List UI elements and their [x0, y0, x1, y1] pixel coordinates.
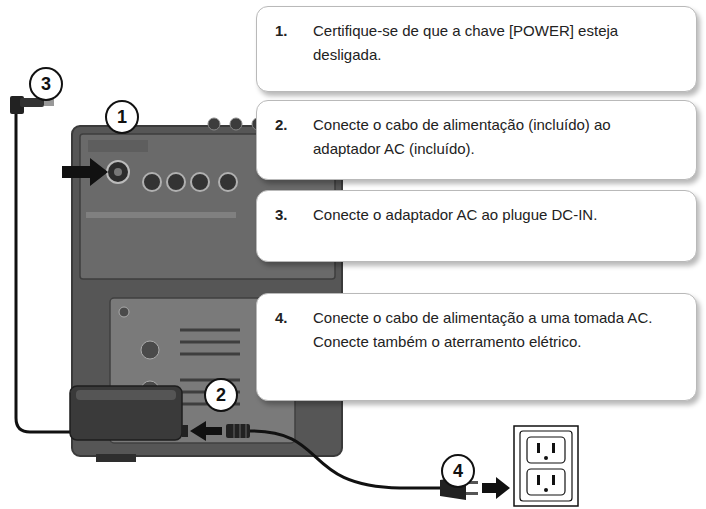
outlet-slots — [537, 443, 555, 492]
callout-circle: 1 — [105, 100, 139, 134]
dc-in-jack — [107, 161, 129, 183]
step-text: Certifique-se de que a chave [POWER] est… — [313, 19, 680, 66]
step-number: 4. — [275, 306, 313, 329]
dc-cable — [16, 112, 70, 432]
insert-arrow — [62, 158, 108, 186]
panel-strip — [88, 140, 148, 152]
step-text: Conecte o cabo de alimentação (incluído)… — [313, 113, 680, 160]
connector-ribs — [234, 424, 246, 438]
step-number: 1. — [275, 19, 313, 42]
cord-connector — [226, 424, 250, 438]
adapter-top — [76, 390, 176, 400]
insert-arrow — [482, 477, 510, 499]
wall-outlet — [514, 426, 578, 506]
panel-jacks — [143, 173, 237, 191]
callout-number: 1 — [117, 108, 127, 126]
step-number: 2. — [275, 113, 313, 136]
dc-in-pin — [114, 168, 122, 176]
callout-circle: 2 — [204, 378, 238, 412]
adapter-socket — [182, 425, 188, 437]
instruction-box: 3.Conecte o adaptador AC ao plugue DC-IN… — [256, 190, 697, 262]
plug-prong — [466, 492, 478, 495]
instruction-box: 2.Conecte o cabo de alimentação (incluíd… — [256, 100, 697, 180]
power-cord — [250, 431, 440, 488]
step-text: Conecte o adaptador AC ao plugue DC-IN. — [313, 203, 680, 227]
callout-number: 3 — [41, 75, 51, 93]
step-text: Conecte o cabo de alimentação a uma toma… — [313, 306, 680, 353]
amp-foot — [96, 454, 136, 462]
ac-adapter — [70, 386, 182, 440]
step-number: 3. — [275, 203, 313, 226]
callout-circle: 3 — [29, 67, 63, 101]
panel-marking — [86, 212, 236, 218]
outlet-receptacles — [527, 437, 565, 495]
callout-circle: 4 — [441, 454, 475, 488]
instruction-box: 1.Certifique-se de que a chave [POWER] e… — [256, 6, 697, 92]
callout-number: 2 — [216, 386, 226, 404]
instruction-box: 4.Conecte o cabo de alimentação a uma to… — [256, 293, 697, 401]
callout-number: 4 — [453, 462, 463, 480]
insert-arrow — [190, 421, 222, 441]
outlet-plate — [520, 431, 572, 501]
